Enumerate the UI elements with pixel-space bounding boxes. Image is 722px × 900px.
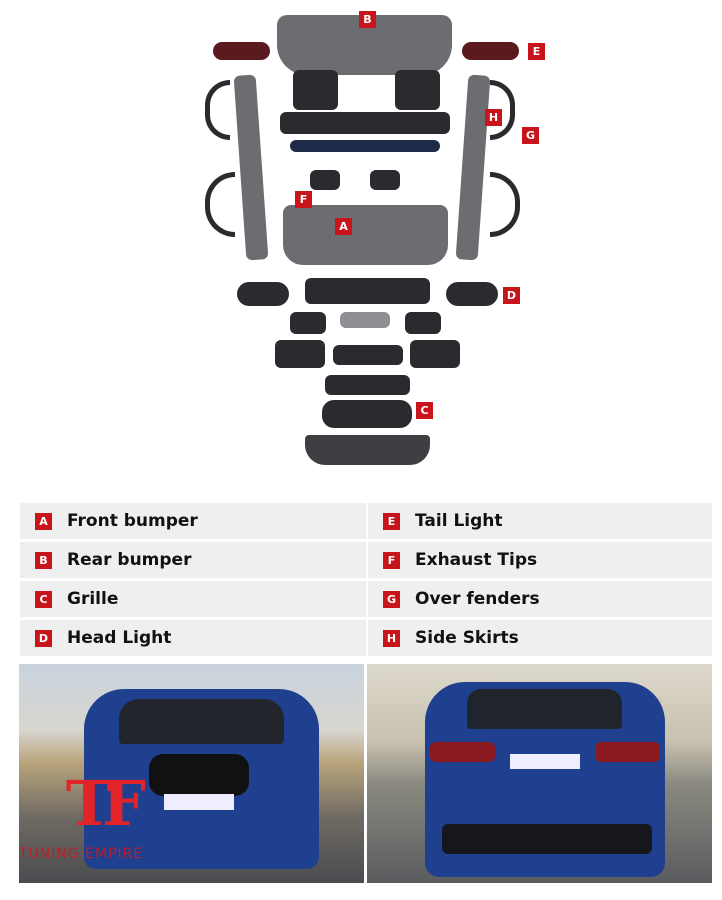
tail-light-right <box>462 42 519 60</box>
legend-key: D <box>35 629 52 647</box>
windshield <box>119 699 284 744</box>
license-plate <box>164 794 234 810</box>
legend-label: Tail Light <box>415 511 503 531</box>
tuning-empire-logo: TF TUNING EMPIRE <box>19 764 189 864</box>
legend-key: A <box>35 512 52 530</box>
legend-item: A Front bumper <box>20 503 366 539</box>
intake-left <box>275 340 325 368</box>
label-f: F <box>295 191 312 208</box>
legend-key: H <box>383 629 400 647</box>
legend-label: Rear bumper <box>67 550 192 570</box>
head-light-right <box>446 282 498 306</box>
legend-label: Grille <box>67 589 119 609</box>
fender-right-bottom <box>490 172 520 237</box>
fender-left-top <box>205 80 230 140</box>
intake-right <box>410 340 460 368</box>
legend-key: B <box>35 551 52 569</box>
legend-label: Side Skirts <box>415 628 519 648</box>
legend-item: F Exhaust Tips <box>368 542 712 578</box>
label-d: D <box>503 287 520 304</box>
legend-key: E <box>383 512 400 530</box>
tail-light-left <box>213 42 270 60</box>
skid-plate <box>305 435 430 465</box>
legend-label: Over fenders <box>415 589 540 609</box>
rear-car-photo <box>367 664 712 883</box>
lower-grille <box>305 278 430 304</box>
label-c: C <box>416 402 433 419</box>
legend-item: H Side Skirts <box>368 620 712 656</box>
exhaust-left <box>310 170 340 190</box>
legend-key: F <box>383 551 400 569</box>
rear-diffuser-photo <box>442 824 652 854</box>
label-e: E <box>528 43 545 60</box>
fender-left-bottom <box>205 172 235 237</box>
rear-license-plate <box>510 754 580 769</box>
center-grille <box>340 312 390 328</box>
legend-key: C <box>35 590 52 608</box>
label-g: G <box>522 127 539 144</box>
legend-item: G Over fenders <box>368 581 712 617</box>
splitter-bracket <box>333 345 403 365</box>
label-a: A <box>335 218 352 235</box>
vent-left <box>290 312 326 334</box>
legend-label: Exhaust Tips <box>415 550 538 570</box>
legend-item: B Rear bumper <box>20 542 366 578</box>
legend-item: E Tail Light <box>368 503 712 539</box>
bracket-right <box>395 70 440 110</box>
legend-item: D Head Light <box>20 620 366 656</box>
side-skirt-right <box>455 74 491 261</box>
tail-light-photo-left <box>430 742 495 762</box>
kidney-grille-photo <box>149 754 249 796</box>
logo-emblem: TF <box>65 767 146 840</box>
rear-diffuser <box>280 112 450 134</box>
legend-label: Front bumper <box>67 511 198 531</box>
rear-window <box>467 689 622 729</box>
kidney-grille-frame <box>325 375 410 395</box>
tail-light-photo-right <box>595 742 660 762</box>
rear-lip <box>290 140 440 152</box>
bracket-left <box>293 70 338 110</box>
side-skirt-left <box>233 74 269 261</box>
legend-key: G <box>383 590 400 608</box>
front-bumper-part <box>283 205 448 265</box>
front-car-photo: TF TUNING EMPIRE <box>19 664 364 883</box>
vent-right <box>405 312 441 334</box>
head-light-left <box>237 282 289 306</box>
logo-text: TUNING EMPIRE <box>19 846 144 862</box>
legend-item: C Grille <box>20 581 366 617</box>
label-h: H <box>485 109 502 126</box>
exhaust-right <box>370 170 400 190</box>
label-b: B <box>359 11 376 28</box>
legend-label: Head Light <box>67 628 172 648</box>
kidney-grille <box>322 400 412 428</box>
